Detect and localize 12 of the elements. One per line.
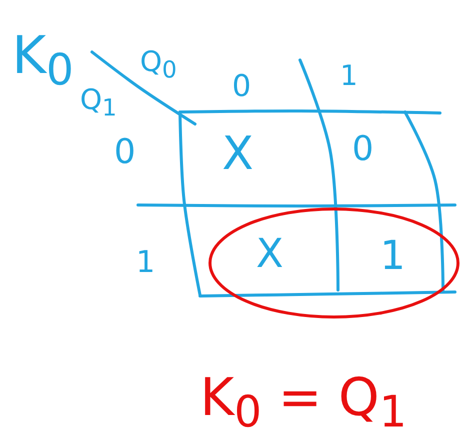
row-header: 1 xyxy=(136,248,156,278)
map-cell-value: 0 xyxy=(352,132,374,166)
map-cell-value: X xyxy=(222,130,254,176)
output-variable: K$_{0}$ xyxy=(12,30,74,93)
row-variable: Q$_{1}$ xyxy=(80,86,117,120)
simplified-expression: K$_{0}$ = Q$_{1}$ xyxy=(200,372,407,435)
column-header: 1 xyxy=(340,62,358,90)
row-header: 0 xyxy=(114,135,136,169)
map-cell-value: X xyxy=(256,234,284,274)
column-variable: Q$_{0}$ xyxy=(140,48,177,82)
map-cell-value: 1 xyxy=(380,236,406,276)
column-header: 0 xyxy=(232,72,252,102)
